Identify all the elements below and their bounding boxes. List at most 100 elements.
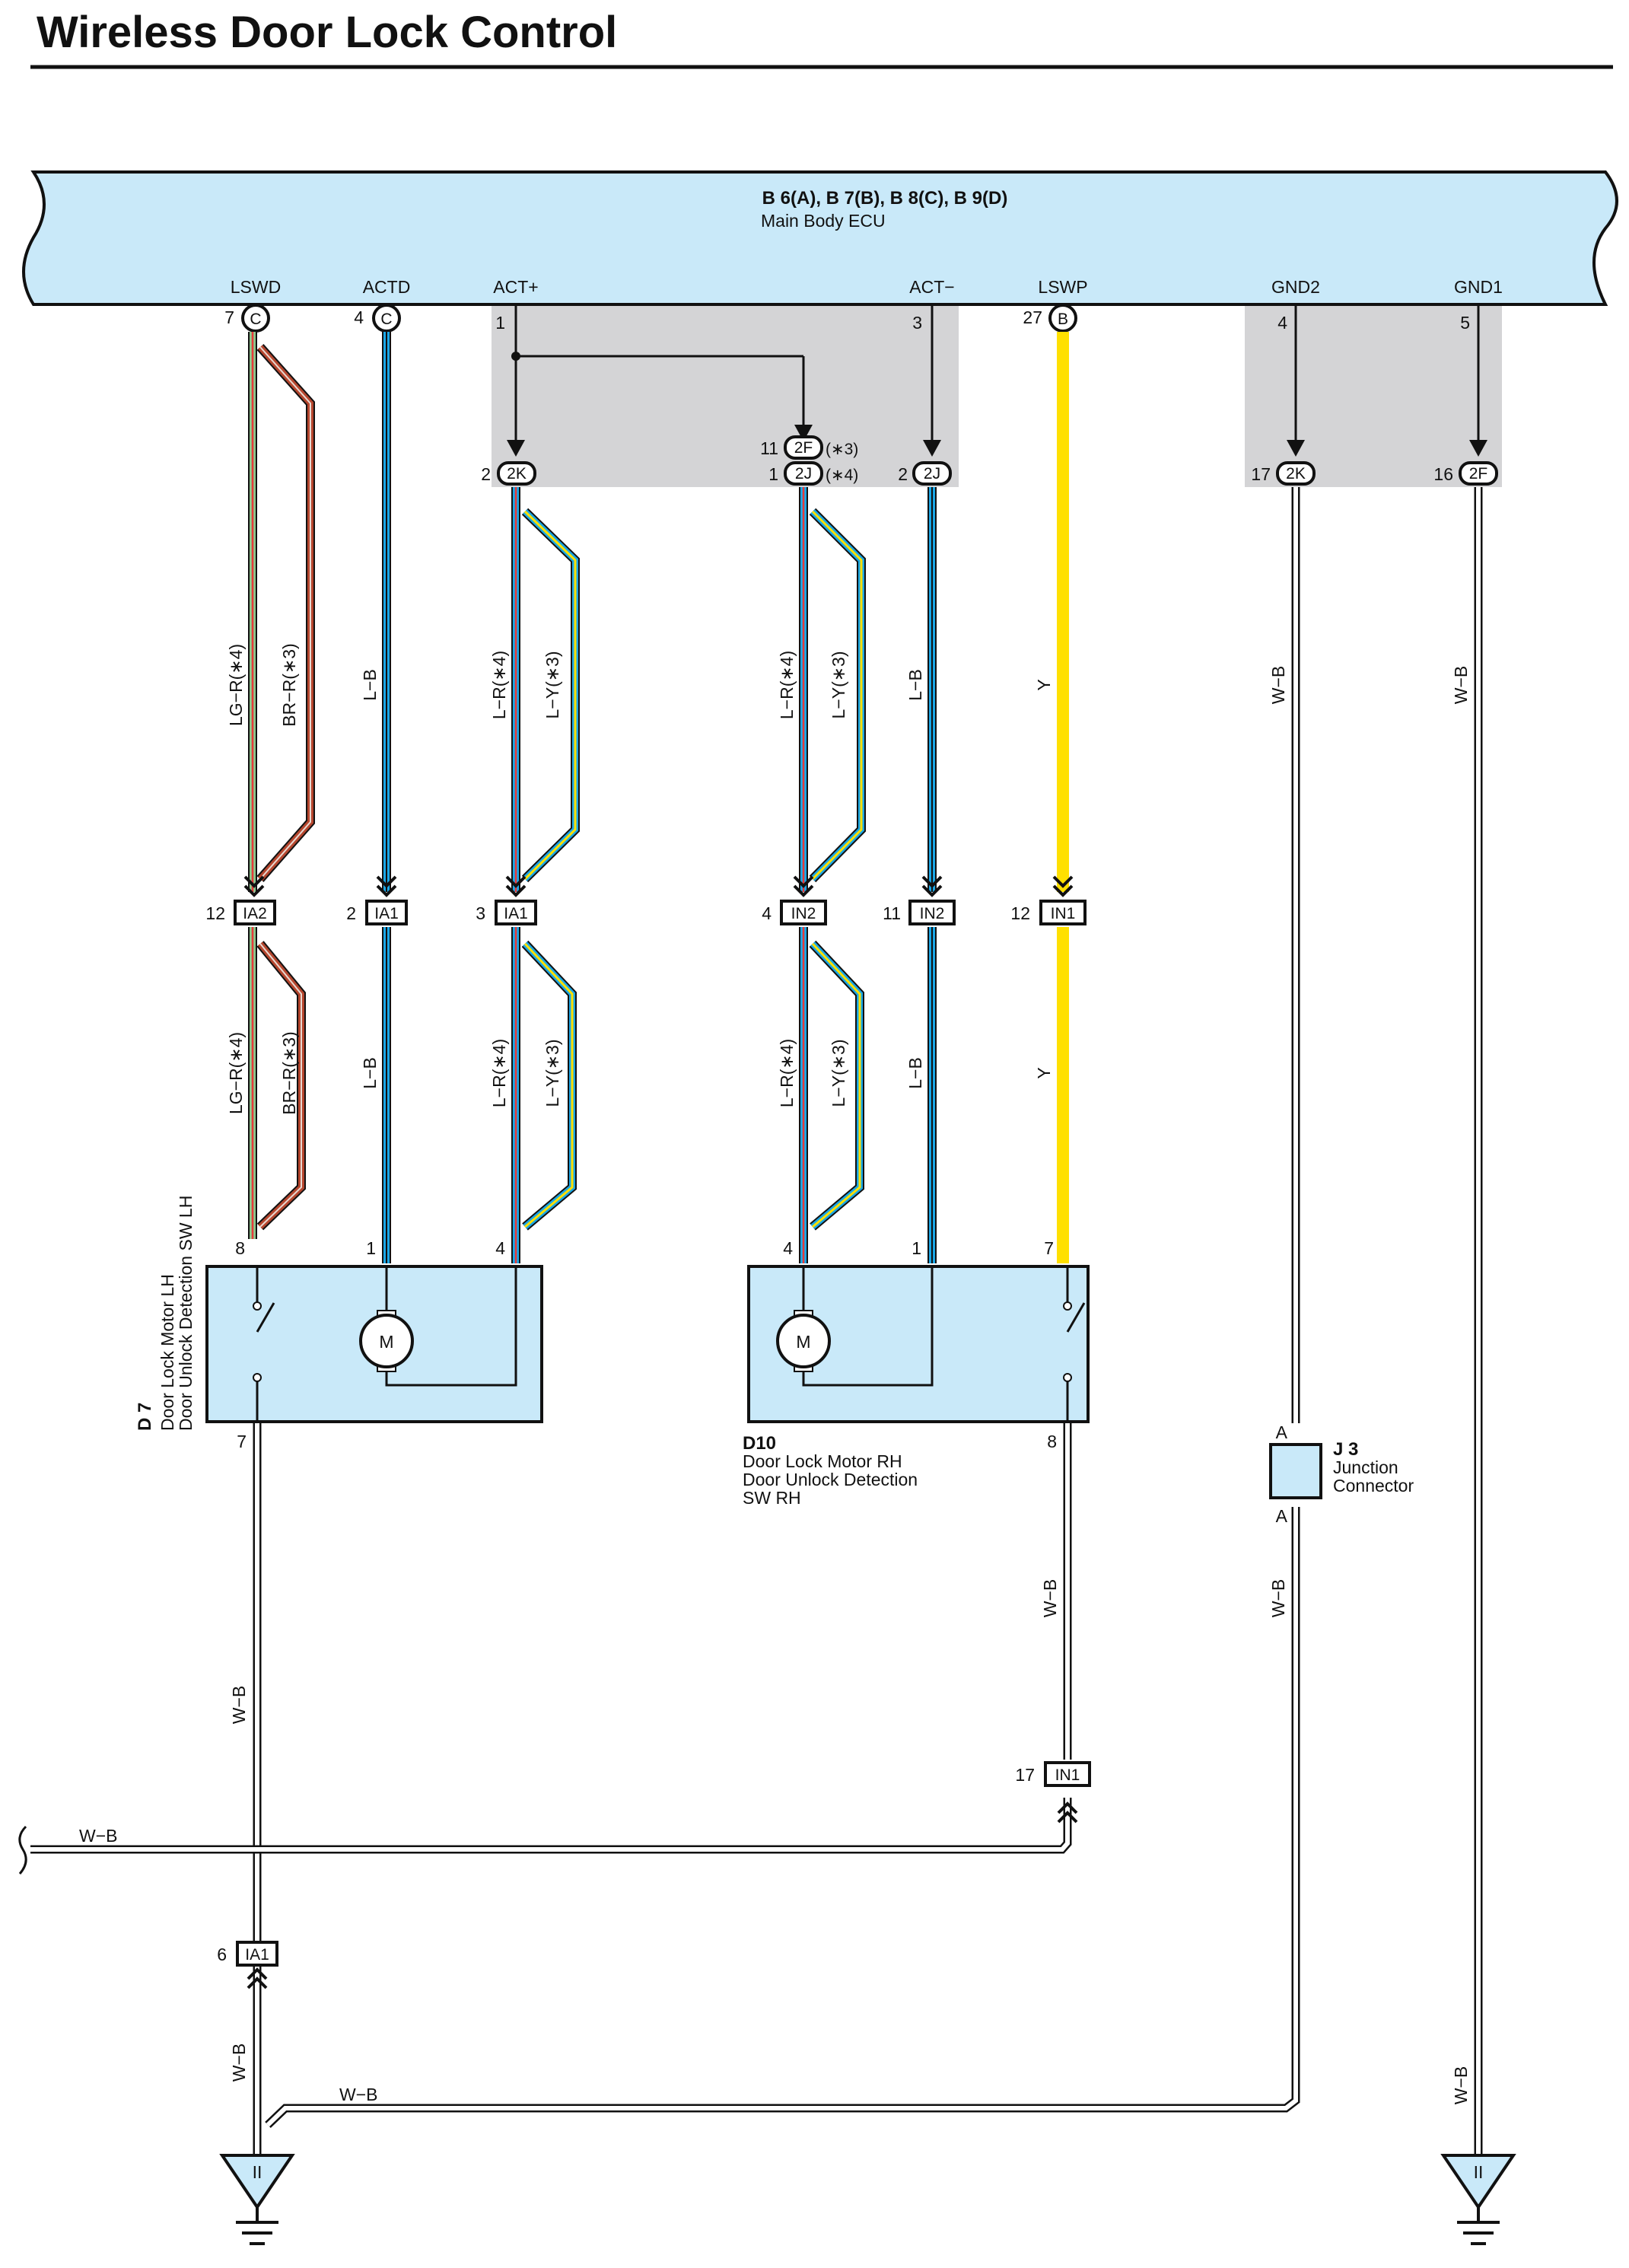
- connector-in1-17: IN1 17: [1015, 1761, 1091, 1787]
- svg-text:Y: Y: [1034, 679, 1054, 690]
- svg-text:17: 17: [1015, 1765, 1035, 1785]
- svg-text:Door Unlock Detection: Door Unlock Detection: [743, 1470, 918, 1489]
- terminal-act-minus: ACT−: [909, 277, 954, 297]
- svg-text:L−Y(∗3): L−Y(∗3): [542, 651, 562, 719]
- svg-text:IA2: IA2: [243, 905, 267, 922]
- svg-text:4: 4: [783, 1238, 793, 1258]
- svg-text:2: 2: [898, 464, 908, 484]
- pin-lswd: 7: [224, 307, 234, 327]
- connector-chevrons: [243, 875, 1078, 1989]
- page-title: Wireless Door Lock Control: [37, 8, 617, 57]
- svg-text:A: A: [1276, 1422, 1288, 1442]
- svg-text:7: 7: [1044, 1238, 1054, 1258]
- terminal-lswd: LSWD: [231, 277, 281, 297]
- wire-lswd: [248, 332, 315, 1239]
- svg-text:B: B: [1058, 311, 1068, 328]
- svg-text:W−B: W−B: [339, 2085, 377, 2104]
- svg-text:BR−R(∗3): BR−R(∗3): [279, 643, 299, 726]
- pin-actd: 4: [354, 307, 364, 327]
- wire-gnd2: [265, 487, 1300, 2128]
- svg-text:II: II: [253, 2162, 262, 2182]
- svg-text:IA1: IA1: [245, 1946, 269, 1964]
- svg-text:Junction: Junction: [1333, 1457, 1398, 1477]
- svg-text:W−B: W−B: [1268, 1579, 1288, 1617]
- pin-gnd1: 5: [1460, 313, 1470, 333]
- svg-text:1: 1: [366, 1238, 376, 1258]
- svg-text:6: 6: [217, 1945, 227, 1964]
- connector-in2-4: IN2 4: [762, 900, 827, 925]
- pin-act-plus: 1: [495, 313, 505, 333]
- svg-text:Y: Y: [1034, 1067, 1054, 1078]
- pin-gnd2: 4: [1277, 313, 1287, 333]
- svg-text:D 7: D 7: [135, 1403, 155, 1431]
- svg-text:BR−R(∗3): BR−R(∗3): [279, 1031, 299, 1114]
- svg-text:W−B: W−B: [229, 2043, 249, 2082]
- svg-text:Door Lock Motor RH: Door Lock Motor RH: [743, 1451, 902, 1471]
- splice-area-act: [492, 304, 959, 487]
- svg-text:16: 16: [1433, 464, 1453, 484]
- connector-ia1-6: IA1 6: [217, 1941, 278, 1967]
- svg-text:L−B: L−B: [905, 1057, 925, 1089]
- svg-text:2: 2: [481, 464, 491, 484]
- svg-text:3: 3: [476, 903, 485, 923]
- junction-2k-act: 2K 2: [481, 461, 536, 486]
- wire-break-symbol: [18, 1825, 27, 1875]
- svg-text:8: 8: [235, 1238, 245, 1258]
- svg-text:W−B: W−B: [1451, 666, 1471, 704]
- svg-text:W−B: W−B: [1451, 2066, 1471, 2104]
- svg-text:W−B: W−B: [229, 1686, 249, 1724]
- svg-text:IN2: IN2: [791, 905, 816, 922]
- junction-2j-act-minus: 2J 2: [898, 461, 952, 486]
- svg-text:L−R(∗4): L−R(∗4): [777, 1039, 797, 1107]
- svg-text:D10: D10: [743, 1433, 776, 1454]
- svg-text:2K: 2K: [507, 465, 527, 483]
- svg-text:2J: 2J: [795, 465, 812, 483]
- svg-text:12: 12: [1010, 903, 1030, 923]
- svg-text:C: C: [380, 311, 392, 328]
- svg-text:M: M: [796, 1332, 810, 1352]
- connector-ia1-2: IA1 2: [346, 900, 408, 925]
- ecu-conn-c-lswd: C: [241, 304, 270, 333]
- svg-text:LG−R(∗4): LG−R(∗4): [226, 644, 246, 726]
- svg-text:(∗3): (∗3): [826, 441, 858, 458]
- svg-text:L−Y(∗3): L−Y(∗3): [829, 651, 848, 719]
- svg-text:IN1: IN1: [1051, 905, 1076, 922]
- svg-text:12: 12: [205, 903, 225, 923]
- svg-text:LG−R(∗4): LG−R(∗4): [226, 1032, 246, 1114]
- connector-in1-12: IN1 12: [1010, 900, 1087, 925]
- svg-text:11: 11: [883, 903, 901, 923]
- ecu-name: Main Body ECU: [761, 211, 886, 231]
- svg-text:A: A: [1276, 1506, 1288, 1526]
- wire-d10-ground: [30, 1423, 1072, 1854]
- svg-text:Door Unlock Detection SW LH: Door Unlock Detection SW LH: [176, 1196, 196, 1431]
- component-j3: A A J 3 Junction Connector: [1269, 1422, 1414, 1526]
- terminal-act-plus: ACT+: [493, 277, 538, 297]
- svg-text:2F: 2F: [1469, 465, 1488, 483]
- svg-text:L−Y(∗3): L−Y(∗3): [542, 1040, 562, 1107]
- wire-labels: LG−R(∗4) BR−R(∗3) L−B L−R(∗4) L−Y(∗3) L−…: [79, 643, 1471, 2104]
- svg-text:W−B: W−B: [79, 1826, 117, 1846]
- svg-text:4: 4: [495, 1238, 505, 1258]
- svg-text:IA1: IA1: [504, 905, 528, 922]
- svg-text:M: M: [379, 1332, 393, 1352]
- svg-text:2F: 2F: [794, 439, 813, 457]
- svg-text:L−Y(∗3): L−Y(∗3): [829, 1040, 848, 1107]
- svg-text:II: II: [1474, 2162, 1484, 2182]
- pin-lswp: 27: [1023, 307, 1042, 327]
- motor-icon: [359, 1314, 414, 1368]
- svg-text:IN2: IN2: [920, 905, 945, 922]
- svg-text:8: 8: [1047, 1432, 1057, 1451]
- svg-text:L−R(∗4): L−R(∗4): [489, 651, 509, 719]
- main-body-ecu: [22, 170, 1618, 306]
- ecu-conn-b-lswp: B: [1048, 304, 1077, 333]
- svg-text:7: 7: [237, 1432, 247, 1451]
- splice-arrows: [507, 425, 1487, 457]
- terminal-gnd1: GND1: [1454, 277, 1503, 297]
- svg-text:1: 1: [768, 464, 778, 484]
- pin-act-minus: 3: [912, 313, 922, 333]
- junction-2f-act: 2F 11 (∗3): [760, 435, 858, 460]
- svg-text:L−B: L−B: [360, 1057, 380, 1089]
- svg-text:Connector: Connector: [1333, 1476, 1414, 1496]
- svg-text:(∗4): (∗4): [826, 467, 858, 484]
- svg-text:IA1: IA1: [374, 905, 399, 922]
